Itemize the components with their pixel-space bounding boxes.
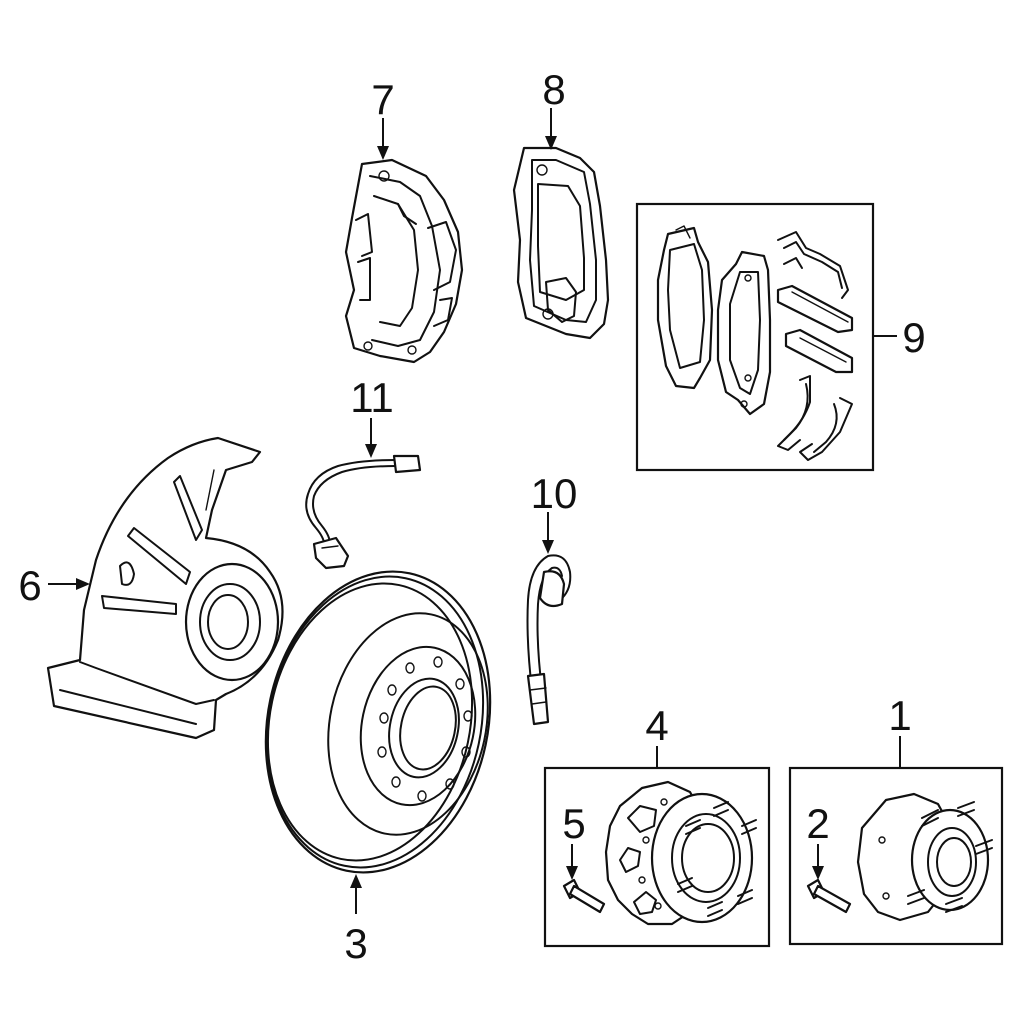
callout-11: 11 xyxy=(350,374,394,421)
callout-5: 5 xyxy=(562,800,585,847)
callout-3: 3 xyxy=(344,920,367,967)
part-5-bolt xyxy=(562,878,606,914)
callout-6: 6 xyxy=(18,562,41,609)
part-1-box xyxy=(788,766,1004,946)
part-8-bracket xyxy=(512,146,610,340)
part-11-sensor xyxy=(305,454,422,570)
part-10-brake-hose xyxy=(526,554,572,726)
callout-10: 10 xyxy=(531,470,578,517)
part-7-caliper xyxy=(344,158,464,364)
leader-lines xyxy=(48,108,901,914)
callout-4: 4 xyxy=(645,702,668,749)
part-9-pad-kit xyxy=(635,202,875,472)
part-1-hub-assembly xyxy=(788,766,1004,946)
part-2-bolt xyxy=(806,878,852,914)
part-6-splash-shield xyxy=(46,436,284,740)
callouts: 7 8 9 11 10 6 3 4 1 5 2 xyxy=(18,66,925,967)
part-3-rotor xyxy=(264,570,492,874)
callout-9: 9 xyxy=(902,314,925,361)
callout-8: 8 xyxy=(542,66,565,113)
part-4-hub xyxy=(543,766,771,948)
callout-1: 1 xyxy=(888,692,911,739)
callout-7: 7 xyxy=(371,76,394,123)
callout-2: 2 xyxy=(806,800,829,847)
